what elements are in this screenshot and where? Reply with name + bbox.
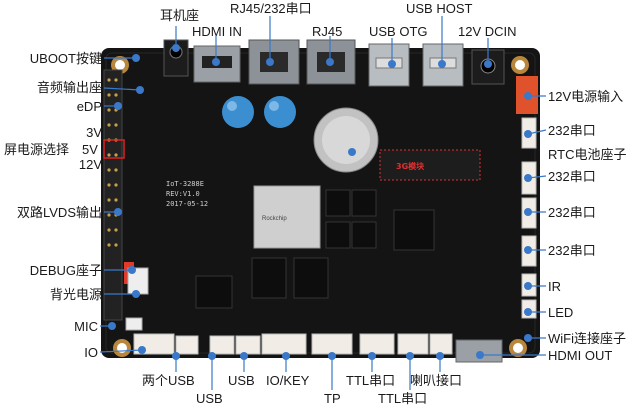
label-dcin: 12V DCIN — [458, 24, 517, 39]
label-backlight: 背光电源 — [49, 287, 102, 302]
label-rj45: RJ45 — [312, 24, 343, 39]
label-speaker: 喇叭接口 — [410, 373, 463, 388]
rev-silk: REV:V1.0 — [166, 190, 200, 198]
left-pin-header — [103, 69, 123, 321]
label-hdmi-out: HDMI OUT — [548, 348, 613, 363]
module-slot — [379, 149, 481, 181]
label-edp: eDP — [76, 99, 102, 114]
power-select-jumper — [103, 139, 125, 159]
label-usb-otg: USB OTG — [369, 24, 428, 39]
label-led: LED — [548, 305, 574, 320]
date-silk: 2017-05-12 — [166, 200, 208, 208]
label-usb-host: USB HOST — [406, 1, 473, 16]
label-usb-2: USB — [228, 373, 255, 388]
label-ir: IR — [548, 279, 561, 294]
label-uart-2: 232串口 — [548, 169, 596, 184]
label-two-usb: 两个USB — [142, 373, 195, 388]
label-uart-1: 232串口 — [548, 123, 596, 138]
label-ttl-2: TTL串口 — [378, 391, 428, 406]
label-uart-4: 232串口 — [548, 243, 596, 258]
label-earphone: 耳机座 — [160, 8, 200, 23]
label-hdmi-in: HDMI IN — [192, 24, 242, 39]
label-lvds: 双路LVDS输出 — [17, 205, 102, 220]
label-uboot: UBOOT按键 — [29, 51, 102, 66]
label-rtc: RTC电池座子 — [548, 147, 627, 162]
label-3v: 3V — [86, 125, 102, 140]
label-rj45-232: RJ45/232串口 — [230, 1, 312, 16]
module-tag: 3G模块 — [396, 161, 425, 171]
label-io: IO — [84, 345, 98, 360]
label-io-key: IO/KEY — [266, 373, 310, 388]
soc: Rockchip — [253, 185, 321, 249]
rtc-battery — [313, 107, 379, 173]
right-connectors — [521, 117, 537, 319]
label-debug: DEBUG座子 — [29, 263, 102, 278]
label-usb-1: USB — [196, 391, 223, 406]
label-power-select: 屏电源选择 — [4, 142, 70, 157]
mic-connector — [125, 317, 143, 331]
label-mic: MIC — [74, 319, 98, 334]
callout-lines — [99, 16, 547, 390]
label-wifi: WiFi连接座子 — [548, 331, 626, 346]
hdmi-out-port — [455, 339, 503, 363]
label-audio-out: 音频输出座 — [36, 80, 102, 95]
label-ttl-1: TTL串口 — [346, 373, 396, 388]
memory-chips — [195, 189, 435, 309]
label-12v: 12V — [78, 157, 102, 172]
label-tp: TP — [324, 391, 341, 406]
label-5v: 5V — [82, 142, 98, 157]
label-uart-3: 232串口 — [548, 205, 596, 220]
capacitors — [222, 96, 296, 128]
label-power-in: 12V电源输入 — [548, 89, 624, 104]
soc-brand: Rockchip — [262, 216, 287, 222]
bottom-connectors — [133, 333, 453, 355]
model-silk: IoT-3288E — [166, 180, 204, 188]
